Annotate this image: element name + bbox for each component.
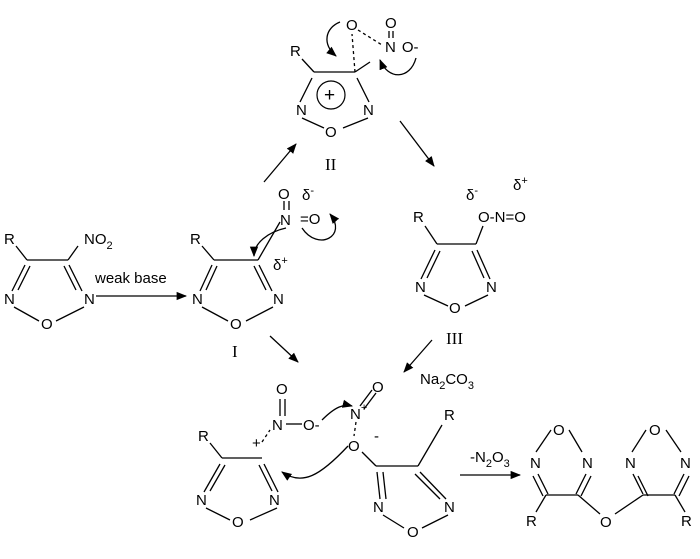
atom-n-nitrite: N xyxy=(272,417,283,434)
atom-n-left-b: N xyxy=(582,455,593,472)
atom-o-double: =O xyxy=(300,211,320,228)
atom-r: R xyxy=(4,231,15,248)
label-iii: III xyxy=(446,329,463,348)
ion-pair: R + N N O N O O- N+ O - O xyxy=(196,379,455,541)
atom-n-left: N xyxy=(4,291,15,308)
atom-o-ring: O xyxy=(230,316,242,333)
atom-o-bridge: O xyxy=(346,17,358,34)
atom-n-left: N xyxy=(192,291,203,308)
atom-n-right: N xyxy=(273,291,284,308)
ring-bonds xyxy=(11,245,85,322)
label-ii: II xyxy=(325,155,337,174)
atom-n-right: N xyxy=(84,291,95,308)
starting-material: R NO2 N N O xyxy=(4,231,113,333)
label-i: I xyxy=(232,342,238,361)
curved-arrows xyxy=(249,213,340,258)
intermediate-iii: δ- δ+ R O-N=O N N O III xyxy=(413,175,528,348)
ring-bonds xyxy=(420,225,491,307)
delta-minus-i: δ- xyxy=(302,185,314,204)
weak-base-label: weak base xyxy=(94,270,167,287)
curved-arrows xyxy=(326,21,417,76)
ring-plus: + xyxy=(324,85,335,106)
atom-o-nitroso: O xyxy=(372,379,384,396)
atom-o-nitrite-minus: O- xyxy=(303,417,320,434)
atom-o-nitrite-top: O xyxy=(276,381,288,398)
curved-arrow-bottom xyxy=(281,445,349,481)
left-ring-bonds xyxy=(203,429,279,521)
n2o3-step: -N2O3 xyxy=(460,449,522,480)
atom-n-left: N xyxy=(373,499,384,516)
curved-arrow-top xyxy=(321,399,354,421)
atom-o-ether: O xyxy=(348,438,360,455)
atom-n-right: N xyxy=(269,492,280,509)
atom-n-left: N xyxy=(296,102,307,119)
atom-n-right-a: N xyxy=(625,455,636,472)
ring-bonds xyxy=(299,29,394,129)
atom-n-right-b: N xyxy=(680,455,691,472)
atom-n-right: N xyxy=(444,499,455,516)
atom-n-nitro: N xyxy=(280,212,291,229)
atom-r-right: R xyxy=(681,513,692,530)
delta-plus-iii: δ+ xyxy=(513,175,528,194)
atom-o-ring-left: O xyxy=(553,422,565,439)
atom-n-left-a: N xyxy=(530,455,541,472)
atom-n-plus: N+ xyxy=(350,402,367,423)
atom-o-bridge: O xyxy=(600,514,612,531)
cation-circle xyxy=(316,80,346,110)
atom-o-ring: O xyxy=(449,300,461,317)
nitroso-bonds xyxy=(353,389,377,437)
weak-base-step: weak base xyxy=(94,270,188,301)
atom-o-n-o: O-N=O xyxy=(478,209,526,226)
atom-o-top: O xyxy=(278,186,290,203)
left-ring-bonds xyxy=(532,429,601,515)
atom-n-right: N xyxy=(486,279,497,296)
atom-o-ring-right: O xyxy=(649,422,661,439)
atom-r: R xyxy=(413,209,424,226)
right-ring-bonds xyxy=(361,424,449,529)
atom-no2: NO2 xyxy=(84,231,113,252)
nitrite-bonds xyxy=(279,399,302,425)
atom-o-ring: O xyxy=(232,514,244,531)
atom-n-left: N xyxy=(415,279,426,296)
right-ring-bonds xyxy=(614,429,690,515)
atom-o-top: O xyxy=(385,15,397,32)
product: O N N R O O N N R xyxy=(526,422,692,531)
ring-bonds xyxy=(199,201,290,322)
arrow-i-to-ii xyxy=(263,143,297,183)
atom-n-left: N xyxy=(196,492,207,509)
atom-r: R xyxy=(198,428,209,445)
arrow-i-to-pair xyxy=(269,335,299,363)
atom-o-ring: O xyxy=(41,316,53,333)
atom-o-ring: O xyxy=(325,124,337,141)
delta-minus-iii: δ- xyxy=(466,185,478,204)
charge-minus: - xyxy=(374,428,379,445)
ring-plus-left: + xyxy=(252,435,261,452)
na2co3-label: Na2CO3 xyxy=(420,371,474,392)
atom-r-left: R xyxy=(526,513,537,530)
atom-o-ring: O xyxy=(407,524,419,541)
atom-r: R xyxy=(444,407,455,424)
atom-n-right: N xyxy=(363,102,374,119)
intermediate-i: R N O =O δ- δ+ N N O I xyxy=(190,185,340,361)
delta-plus-i: δ+ xyxy=(273,255,288,274)
na2co3-step: Na2CO3 xyxy=(403,339,474,392)
atom-r: R xyxy=(290,43,301,60)
arrow-ii-to-iii xyxy=(399,120,435,167)
minus-n2o3-label: -N2O3 xyxy=(470,449,510,470)
atom-r: R xyxy=(190,231,201,248)
